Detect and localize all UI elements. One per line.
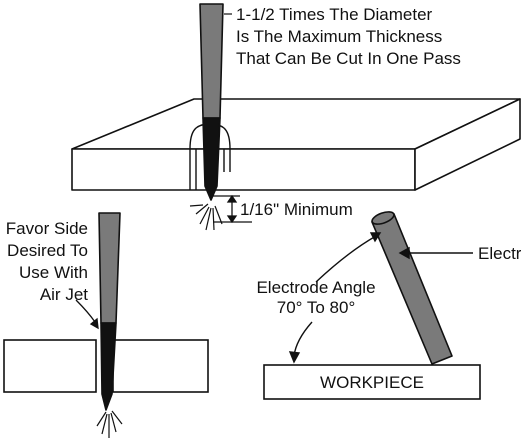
thickness-note-line-1: 1-1/2 Times The Diameter xyxy=(236,5,433,24)
favor-note-line-3: Use With xyxy=(19,263,88,282)
angled-electrode-end xyxy=(371,211,395,225)
minimum-label: 1/16" Minimum xyxy=(240,200,353,219)
left-plate-right xyxy=(112,339,209,393)
minimum-dimension-marker xyxy=(213,194,252,224)
electrode-pointer xyxy=(398,246,473,260)
block-front-face xyxy=(71,148,416,191)
angle-note-line-2: 70° To 80° xyxy=(277,298,356,317)
bottom-left-workpiece xyxy=(3,339,209,393)
favor-note-line-4: Air Jet xyxy=(40,285,88,304)
favor-note-line-1: Favor Side xyxy=(6,219,88,238)
favor-note-line-2: Desired To xyxy=(7,241,88,260)
left-electrode-shaft xyxy=(98,212,121,324)
top-workpiece-block xyxy=(71,98,521,191)
thickness-note-line-2: Is The Maximum Thickness xyxy=(236,27,442,46)
angled-electrode-shaft xyxy=(371,213,453,365)
thickness-note-line-3: That Can Be Cut In One Pass xyxy=(236,49,461,68)
angled-electrode xyxy=(371,211,453,365)
workpiece-label: WORKPIECE xyxy=(320,373,424,392)
favor-side-arrow xyxy=(75,299,99,330)
bottom-left-sparks-icon xyxy=(96,410,123,438)
favor-side-note: Favor Side Desired To Use With Air Jet xyxy=(6,219,88,304)
angle-note-line-1: Electrode Angle xyxy=(256,278,375,297)
block-right-face xyxy=(414,98,521,191)
top-electrode-shaft xyxy=(199,3,224,119)
left-electrode-tip xyxy=(100,322,117,411)
angle-arc xyxy=(288,232,382,364)
top-electrode-tip xyxy=(202,117,221,201)
top-electrode xyxy=(199,3,224,201)
angle-note: Electrode Angle 70° To 80° xyxy=(256,278,375,317)
electrode-label: Electrode xyxy=(478,244,521,263)
workpiece-box xyxy=(263,364,481,400)
thickness-note: 1-1/2 Times The Diameter Is The Maximum … xyxy=(236,5,461,68)
bottom-left-electrode xyxy=(98,212,121,411)
left-plate-left xyxy=(3,339,97,393)
top-sparks-icon xyxy=(189,203,223,231)
